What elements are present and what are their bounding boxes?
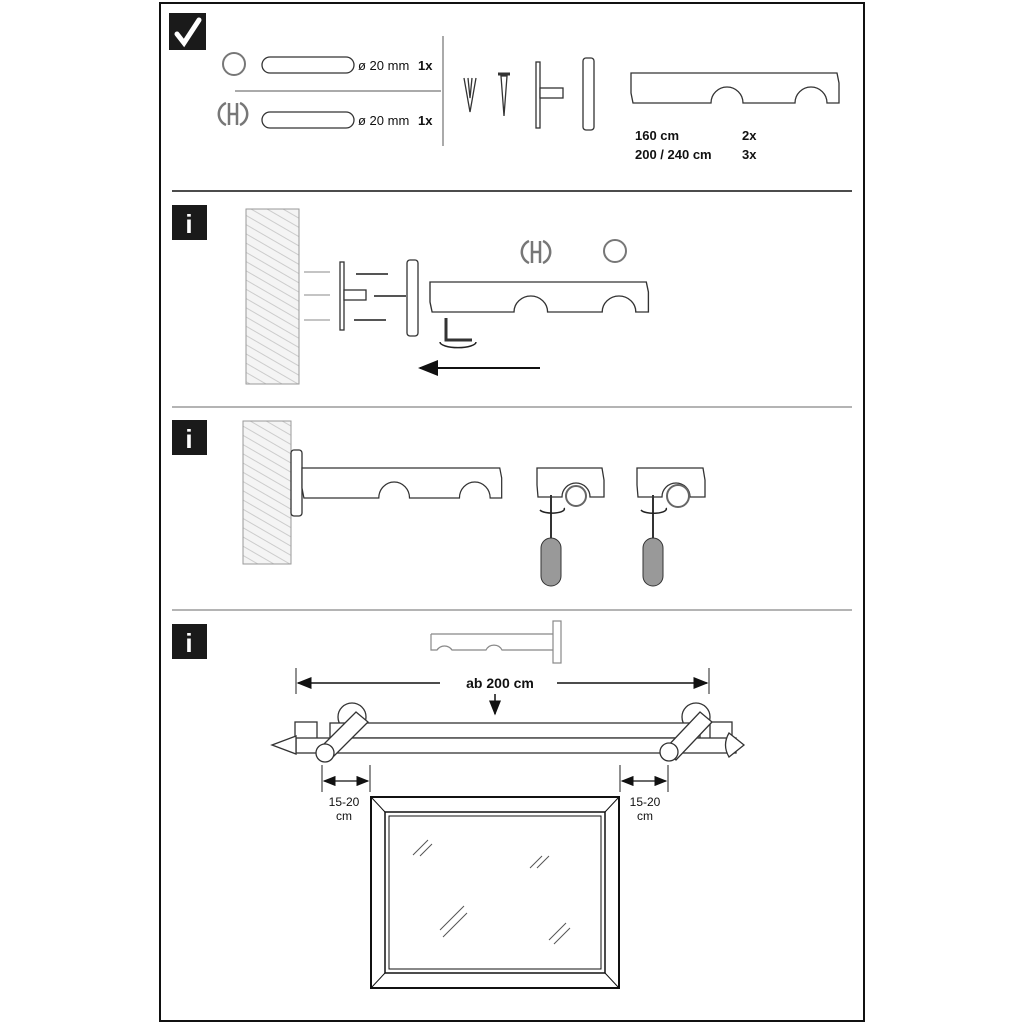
bracket-length: 160 cm [635, 128, 679, 143]
overhang-label-right: 15-20 [630, 795, 661, 809]
bracket-length: 200 / 240 cm [635, 147, 712, 162]
profile-rod-icon [520, 239, 552, 265]
round-rod-profile-icon [222, 52, 246, 76]
cover-rosette-icon [582, 57, 595, 131]
screwdriver-icon [640, 495, 668, 587]
cover-rosette [406, 259, 419, 337]
overhang-unit-left: cm [336, 809, 352, 823]
profile-rod-end [565, 485, 587, 507]
allen-key-icon [444, 318, 472, 342]
svg-text:i: i [185, 209, 192, 239]
rod-diameter: ø 20 mm [358, 113, 409, 128]
rod-diameter: ø 20 mm [358, 58, 409, 73]
wall [245, 208, 300, 385]
wall-plate-icon [535, 61, 564, 129]
round-rod-end [666, 484, 690, 508]
parts-section: ø 20 mm 1x ø 20 mm 1x 160 cm 2x 200 / 24… [169, 13, 840, 162]
info-icon: i [172, 420, 207, 455]
screw-icon [498, 72, 510, 117]
rod-qty: 1x [418, 58, 433, 73]
wall [242, 420, 292, 565]
rotate-arrow-icon [439, 341, 477, 349]
finial-right [724, 732, 746, 758]
svg-text:i: i [185, 424, 192, 454]
bracket-qty: 2x [742, 128, 757, 143]
bracket-detail [536, 467, 605, 498]
bracket-side-view [430, 620, 562, 664]
step1-mount-diagram [245, 208, 650, 385]
window-icon [370, 796, 620, 989]
wall-plugs [304, 271, 330, 321]
overhang-unit-right: cm [637, 809, 653, 823]
checkmark-icon [169, 13, 206, 50]
info-icon: i [172, 205, 207, 240]
profile-rod-icon [217, 101, 249, 127]
info-icon: i [172, 624, 207, 659]
wall-plug-icon [463, 77, 477, 113]
overhang-label-left: 15-20 [329, 795, 360, 809]
wall-plate [339, 261, 367, 331]
round-rod-profile-icon [603, 239, 627, 263]
curtain-rod-assembly [270, 702, 746, 763]
step2-insert-rods-diagram [242, 420, 706, 587]
screwdriver-icon [539, 495, 566, 587]
screws [354, 273, 406, 321]
finial-left [270, 735, 297, 755]
width-label: ab 200 cm [466, 675, 534, 691]
cover-rosette [290, 449, 303, 517]
rod-qty: 1x [418, 113, 433, 128]
profile-rod [261, 111, 355, 129]
step3-installed-diagram: ab 200 cm 15-20 cm 15-20 cm [270, 620, 746, 989]
svg-text:i: i [185, 628, 192, 658]
round-rod [261, 56, 355, 74]
bracket-qty: 3x [742, 147, 757, 162]
